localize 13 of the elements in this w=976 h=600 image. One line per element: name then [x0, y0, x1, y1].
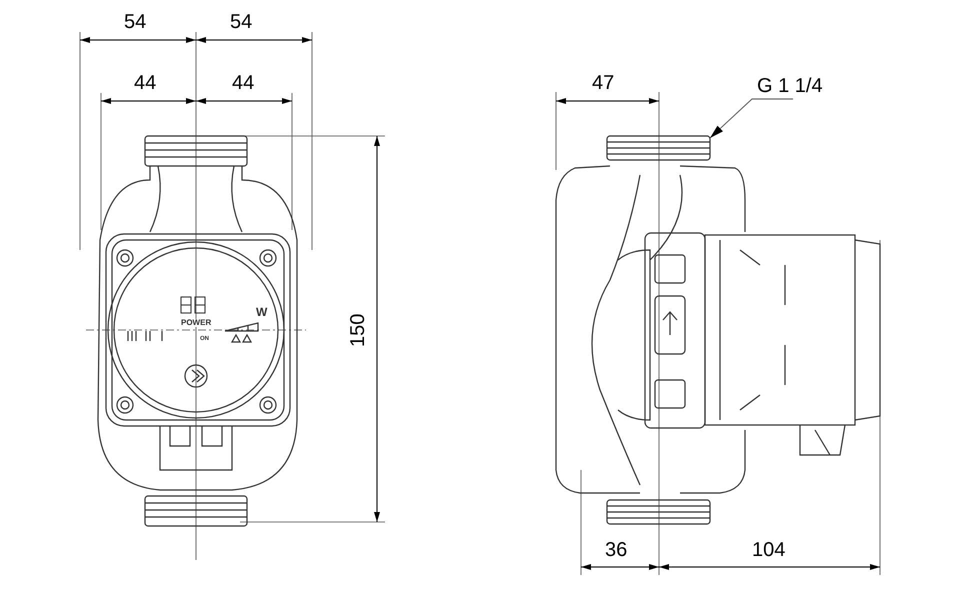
leader-line	[710, 98, 794, 138]
unit-text: W	[256, 306, 268, 318]
pipe-thread-drawing	[606, 135, 711, 161]
dimension-text: 47	[592, 73, 614, 93]
dimension-text: 54	[124, 12, 146, 32]
thread-size-text: G 1 1/4	[757, 76, 823, 96]
dimension-text: 150	[348, 314, 368, 347]
dimension-text: 54	[230, 12, 252, 32]
dimension-text: 44	[134, 73, 156, 93]
dimension-text: 104	[752, 540, 786, 560]
dimension-text: 36	[605, 540, 628, 560]
power-text: POWER	[180, 319, 212, 327]
dimension-text: 44	[232, 73, 254, 93]
